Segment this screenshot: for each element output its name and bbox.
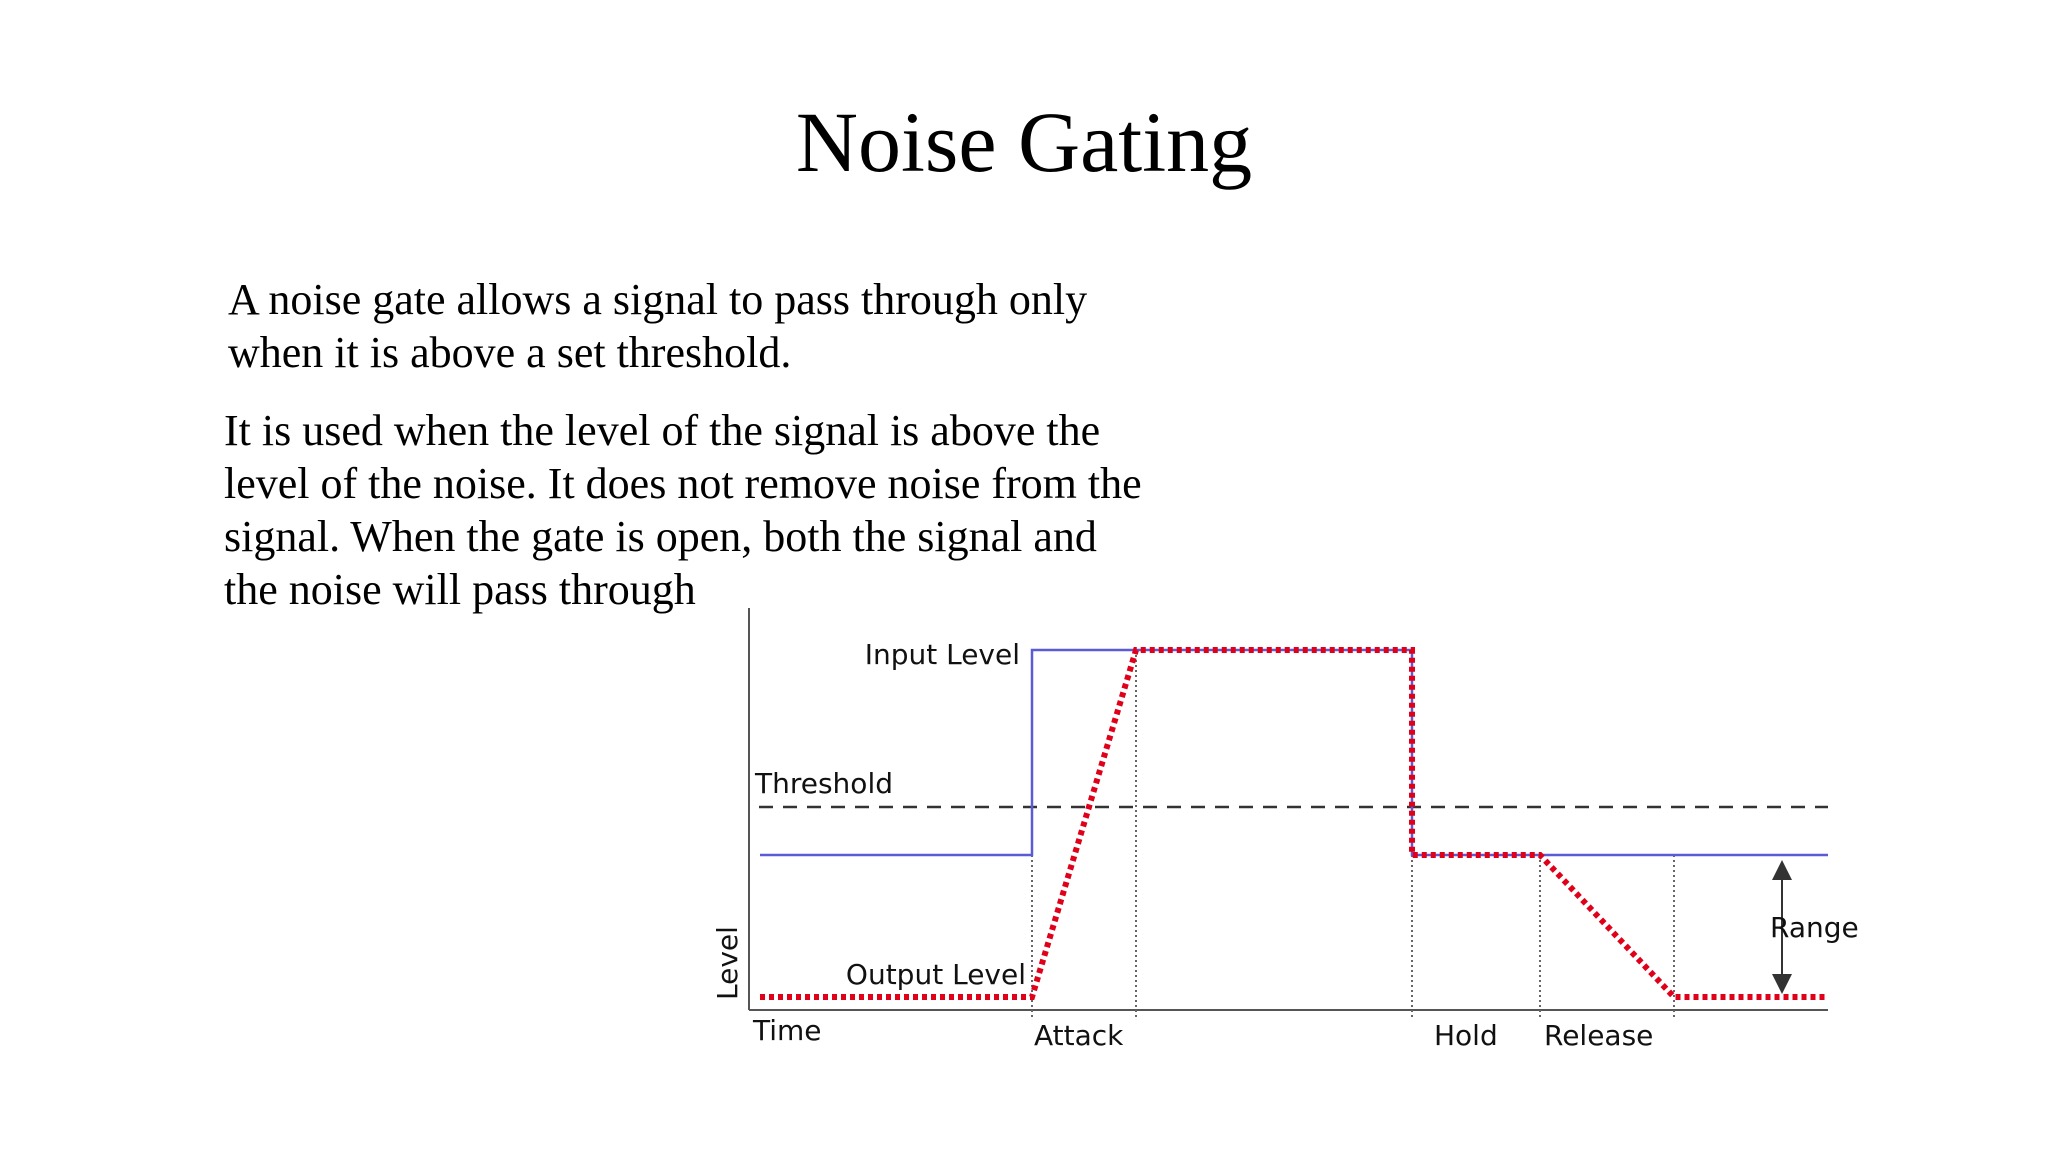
usage-line-1: It is used when the level of the signal … (224, 406, 1101, 455)
usage-line-2: level of the noise. It does not remove n… (224, 459, 1142, 508)
hold-label: Hold (1434, 1019, 1498, 1052)
noise-gate-diagram: Input Level Threshold Range Output Level… (700, 600, 1860, 1070)
input-level-label: Input Level (865, 638, 1020, 671)
usage-line-4: the noise will pass through (224, 565, 696, 614)
intro-line-2: when it is above a set threshold. (228, 328, 792, 377)
time-axis-label: Time (752, 1014, 822, 1047)
intro-paragraph: A noise gate allows a signal to pass thr… (228, 273, 1087, 379)
usage-line-3: signal. When the gate is open, both the … (224, 512, 1097, 561)
attack-label: Attack (1034, 1019, 1124, 1052)
output-signal-line (760, 647, 1828, 1000)
input-signal-line (760, 648, 1828, 857)
threshold-label: Threshold (754, 767, 893, 800)
usage-paragraph: It is used when the level of the signal … (224, 404, 1142, 616)
level-axis-label: Level (711, 926, 744, 1000)
intro-line-1: A noise gate allows a signal to pass thr… (228, 275, 1088, 324)
output-level-label: Output Level (846, 958, 1026, 991)
slide-title: Noise Gating (795, 94, 1253, 190)
range-label: Range (1770, 911, 1859, 944)
release-label: Release (1544, 1019, 1653, 1052)
